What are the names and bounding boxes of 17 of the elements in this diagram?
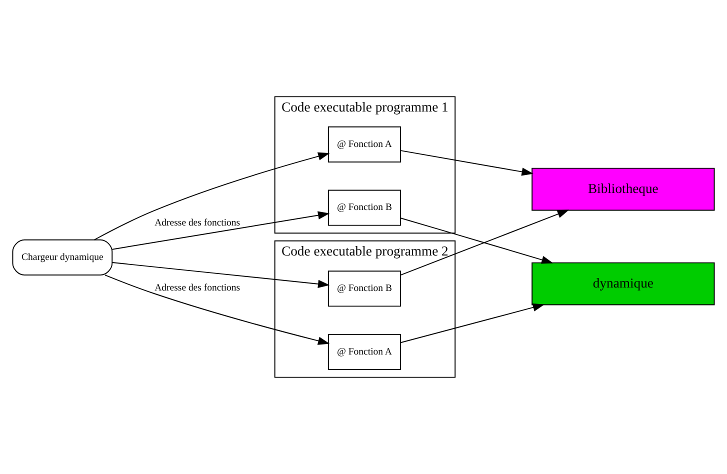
arrow [400,303,545,344]
node-box: @ Fonction B [328,270,402,307]
arrow [112,262,330,288]
arrow [400,150,534,176]
edge-label: Adresse des fonctions [154,217,240,228]
arrow [94,152,330,240]
arrow [400,210,570,276]
node-box: @ Fonction B [328,190,402,226]
node-box: dynamique [532,262,715,306]
node-box: Bibliotheque [532,168,715,211]
arrow [112,211,330,250]
edge-label: Adresse des fonctions [154,282,240,294]
node-box: Chargeur dynamique [12,239,113,276]
arrow [104,274,330,345]
node-box: @ Fonction A [328,334,402,370]
arrow [400,218,554,264]
node-box: @ Fonction A [328,126,402,162]
